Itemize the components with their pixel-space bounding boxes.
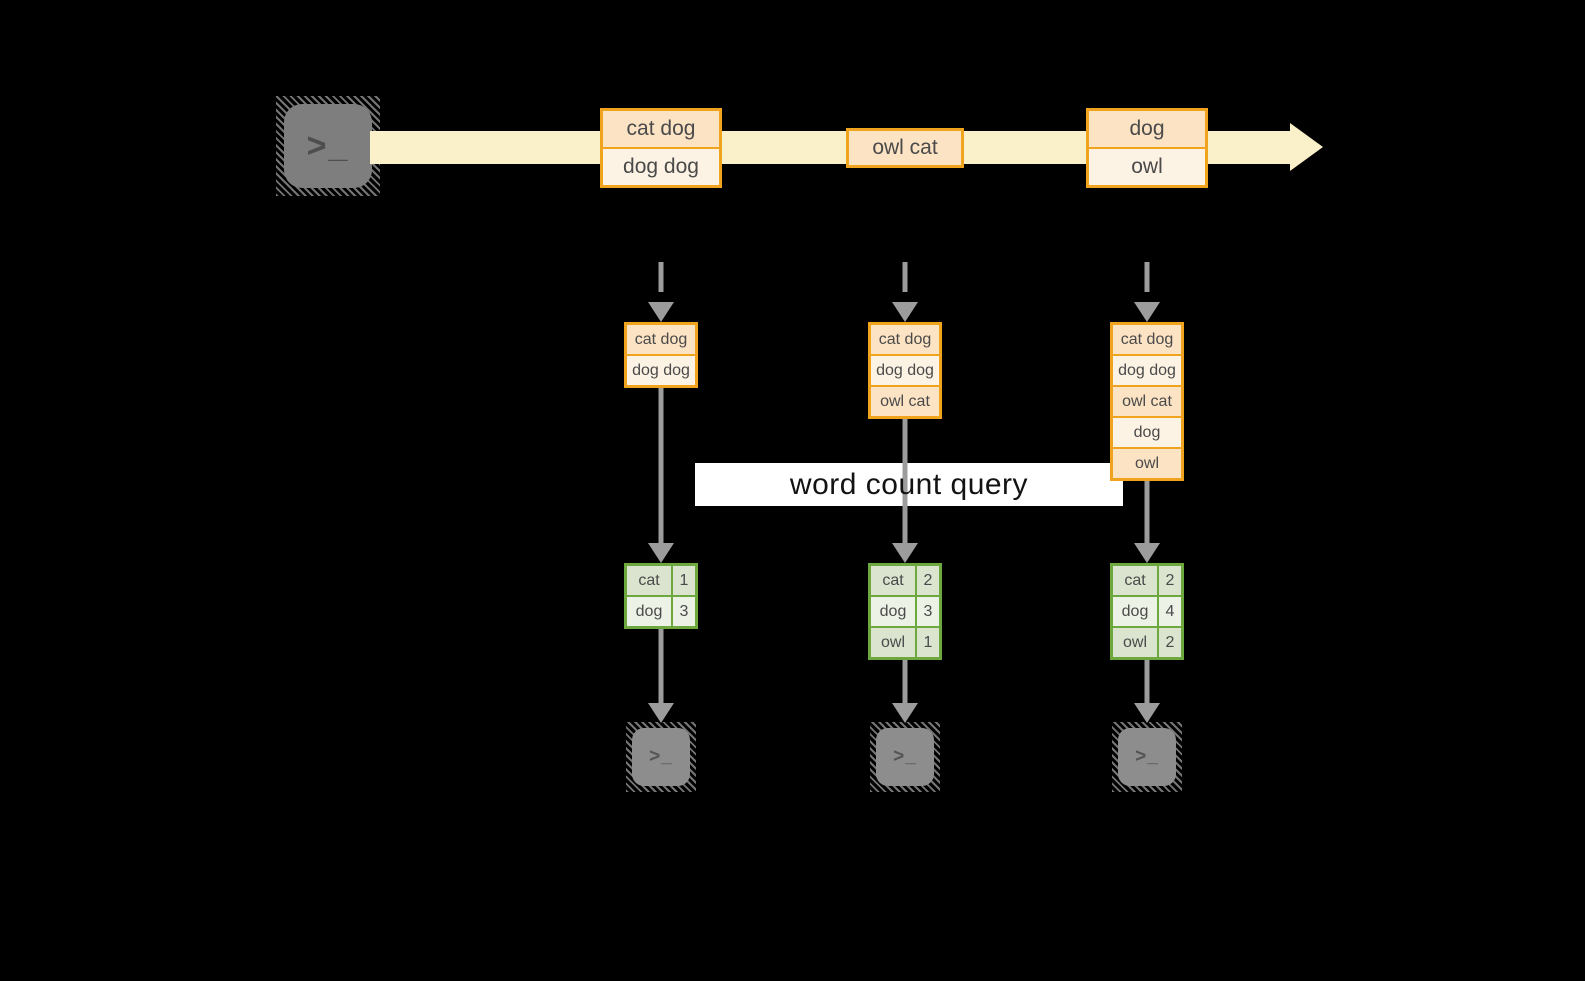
dashed-arrow (902, 262, 908, 292)
terminal-prompt-icon: >_ (284, 104, 372, 188)
buffer-row: cat dog (1113, 325, 1181, 354)
stream-message-1: cat dog dog dog (600, 108, 722, 188)
dashed-arrowhead-icon (648, 302, 674, 322)
buffer-row: dog dog (871, 356, 939, 385)
message-line: dog (1089, 111, 1205, 147)
word-cell: owl (871, 628, 915, 657)
count-table-1: cat 1 dog 3 (624, 563, 698, 629)
output-arrow (658, 629, 664, 703)
flow-arrow (1144, 481, 1150, 543)
output-terminal-icon: >_ (870, 722, 940, 792)
flow-arrowhead-icon (648, 543, 674, 563)
count-cell: 2 (917, 566, 939, 595)
count-cell: 1 (673, 566, 695, 595)
word-cell: dog (871, 597, 915, 626)
flow-arrowhead-icon (892, 543, 918, 563)
buffer-row: owl cat (1113, 387, 1181, 416)
buffer-row: cat dog (627, 325, 695, 354)
count-table-3: cat 2 dog 4 owl 2 (1110, 563, 1184, 660)
flow-arrow (658, 388, 664, 543)
output-terminal-icon: >_ (626, 722, 696, 792)
buffer-row: cat dog (871, 325, 939, 354)
word-cell: cat (627, 566, 671, 595)
dashed-arrow (1144, 262, 1150, 292)
output-arrow (1144, 660, 1150, 703)
query-label: word count query (789, 467, 1029, 501)
dashed-arrow (658, 262, 664, 292)
terminal-prompt-icon: >_ (1118, 728, 1176, 786)
message-line: owl (1089, 149, 1205, 185)
flow-arrowhead-icon (1134, 543, 1160, 563)
source-terminal-icon: >_ (276, 96, 380, 196)
message-line: cat dog (603, 111, 719, 147)
count-cell: 1 (917, 628, 939, 657)
buffer-row: dog dog (627, 356, 695, 385)
output-arrowhead-icon (1134, 703, 1160, 723)
word-cell: cat (1113, 566, 1157, 595)
output-arrowhead-icon (892, 703, 918, 723)
dashed-arrowhead-icon (892, 302, 918, 322)
terminal-prompt-icon: >_ (876, 728, 934, 786)
buffer-row: owl (1113, 449, 1181, 478)
count-cell: 2 (1159, 566, 1181, 595)
word-cell: dog (627, 597, 671, 626)
count-cell: 2 (1159, 628, 1181, 657)
output-terminal-icon: >_ (1112, 722, 1182, 792)
count-cell: 3 (673, 597, 695, 626)
message-line: dog dog (603, 149, 719, 185)
count-cell: 3 (917, 597, 939, 626)
buffer-stack-2: cat dog dog dog owl cat (868, 322, 942, 419)
query-label-box (695, 463, 1123, 506)
word-cell: dog (1113, 597, 1157, 626)
terminal-prompt-icon: >_ (632, 728, 690, 786)
buffer-stack-3: cat dog dog dog owl cat dog owl (1110, 322, 1184, 481)
flow-arrow (902, 419, 908, 543)
buffer-row: dog dog (1113, 356, 1181, 385)
word-cell: cat (871, 566, 915, 595)
output-arrow (902, 660, 908, 703)
buffer-row: dog (1113, 418, 1181, 447)
stream-message-3: dog owl (1086, 108, 1208, 188)
buffer-row: owl cat (871, 387, 939, 416)
word-cell: owl (1113, 628, 1157, 657)
stream-message-2: owl cat (846, 128, 964, 168)
stream-arrowhead-icon (1290, 123, 1323, 171)
count-table-2: cat 2 dog 3 owl 1 (868, 563, 942, 660)
output-arrowhead-icon (648, 703, 674, 723)
buffer-stack-1: cat dog dog dog (624, 322, 698, 388)
count-cell: 4 (1159, 597, 1181, 626)
message-line: owl cat (849, 131, 961, 165)
dashed-arrowhead-icon (1134, 302, 1160, 322)
